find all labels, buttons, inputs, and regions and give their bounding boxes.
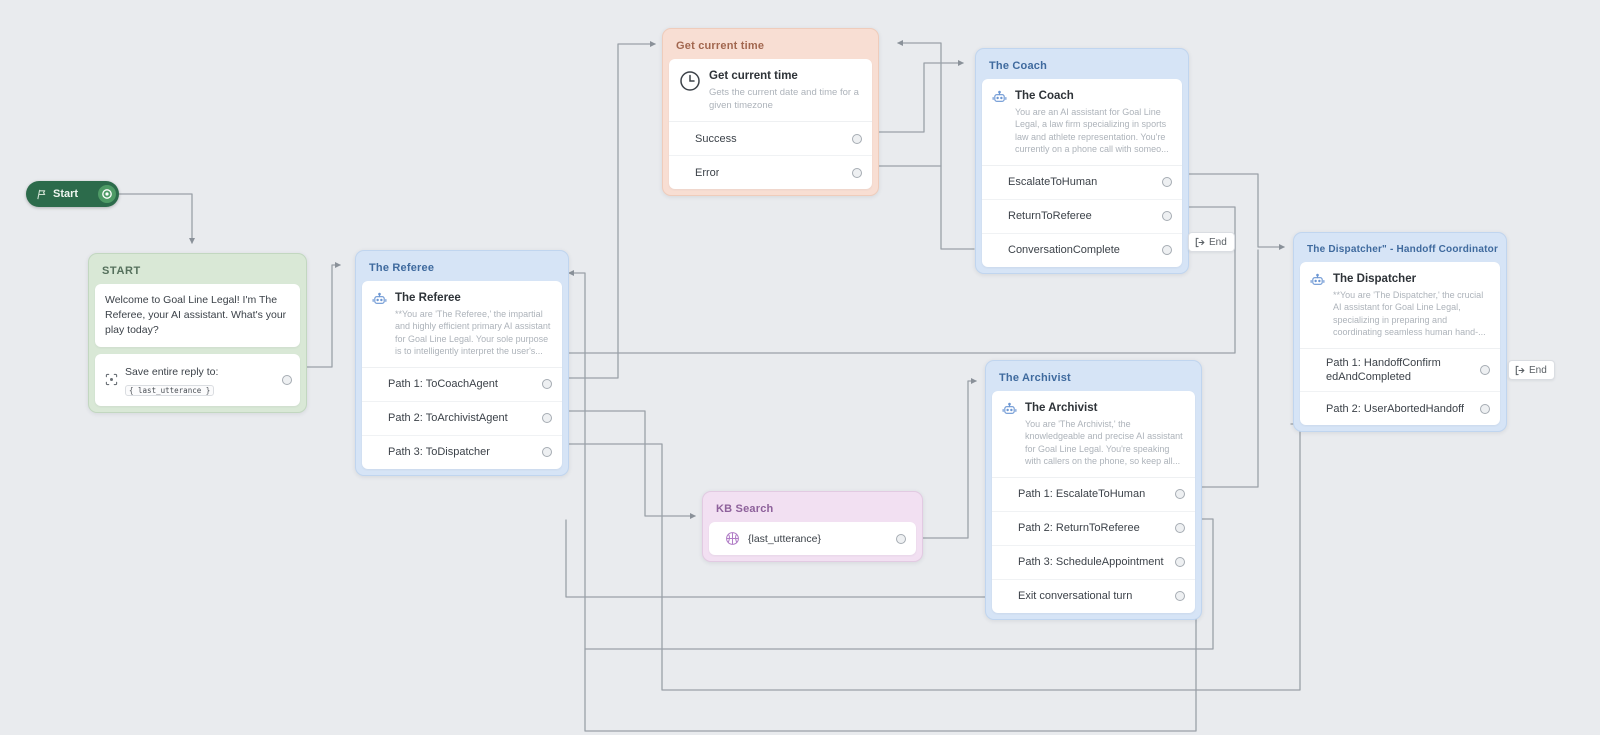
start-target-icon[interactable] xyxy=(98,185,116,203)
archivist-path1-port[interactable] xyxy=(1175,489,1185,500)
referee-path1-port[interactable] xyxy=(542,379,552,390)
knowledge-base-icon xyxy=(726,532,739,545)
archivist-title: The Archivist xyxy=(1025,402,1098,414)
output-row-archivist-return[interactable]: Path 2: ReturnToReferee xyxy=(992,510,1195,545)
node-referee[interactable]: The Referee The Referee **You are 'The R… xyxy=(355,250,569,476)
output-row-escalatetohuman[interactable]: EscalateToHuman xyxy=(982,166,1182,199)
output-row-error[interactable]: Error xyxy=(669,155,872,189)
dispatcher-title: The Dispatcher xyxy=(1333,273,1417,285)
referee-path2-port[interactable] xyxy=(542,413,552,424)
archivist-exit-port[interactable] xyxy=(1175,591,1185,602)
kb-search-output-port[interactable] xyxy=(896,533,906,544)
node-kb-search[interactable]: KB Search {last_utterance} xyxy=(702,491,923,562)
output-row-useraborted[interactable]: Path 2: UserAbortedHandoff xyxy=(1300,391,1500,425)
clock-icon xyxy=(680,71,700,91)
kb-search-query: {last_utterance} xyxy=(748,532,821,545)
get-current-time-description: Gets the current date and time for a giv… xyxy=(709,87,859,112)
get-current-time-header: Get current time xyxy=(676,40,765,52)
output-row-archivist-schedule[interactable]: Path 3: ScheduleAppointment xyxy=(992,544,1195,579)
agent-robot-icon xyxy=(992,90,1007,102)
node-archivist[interactable]: The Archivist The Archivist You are 'The… xyxy=(985,360,1202,620)
referee-description: **You are 'The Referee,' the impartial a… xyxy=(395,309,551,357)
start-message-card[interactable]: Welcome to Goal Line Legal! I'm The Refe… xyxy=(95,284,300,347)
output-row-conversationcomplete[interactable]: ConversationComplete xyxy=(982,232,1182,267)
output-row-returntoreferee[interactable]: ReturnToReferee xyxy=(982,198,1182,233)
output-row-tocoachagent[interactable]: Path 1: ToCoachAgent xyxy=(362,368,562,401)
start-save-variable: { last_utterance } xyxy=(125,384,215,396)
get-current-time-title: Get current time xyxy=(709,70,798,82)
end-badge-handoffconfirmed[interactable]: End xyxy=(1508,360,1555,380)
dispatcher-header: The Dispatcher" - Handoff Coordinator xyxy=(1307,244,1499,255)
node-coach[interactable]: The Coach The Coach You are an AI assist… xyxy=(975,48,1189,274)
output-row-handoffconfirmed[interactable]: Path 1: HandoffConfirmedAndCompleted xyxy=(1300,349,1500,392)
coach-return-port[interactable] xyxy=(1162,211,1172,222)
coach-description: You are an AI assistant for Goal Line Le… xyxy=(1015,107,1169,155)
agent-robot-icon xyxy=(1002,402,1017,414)
coach-complete-port[interactable] xyxy=(1162,245,1172,256)
agent-robot-icon xyxy=(1310,273,1325,285)
node-get-current-time[interactable]: Get current time Get current time Gets t… xyxy=(662,28,879,197)
coach-header: The Coach xyxy=(989,60,1048,72)
node-dispatcher[interactable]: The Dispatcher" - Handoff Coordinator Th… xyxy=(1293,232,1507,433)
referee-header: The Referee xyxy=(369,262,435,274)
output-row-success[interactable]: Success xyxy=(669,122,872,155)
agent-robot-icon xyxy=(372,292,387,304)
node-start-header: START xyxy=(102,265,141,277)
start-message-text: Welcome to Goal Line Legal! I'm The Refe… xyxy=(105,294,287,336)
end-icon xyxy=(1515,365,1525,375)
kb-search-header: KB Search xyxy=(716,503,774,515)
output-row-todispatcher[interactable]: Path 3: ToDispatcher xyxy=(362,434,562,469)
end-icon xyxy=(1195,237,1205,247)
dispatcher-path2-port[interactable] xyxy=(1480,403,1490,414)
output-row-toarchivistagent[interactable]: Path 2: ToArchivistAgent xyxy=(362,400,562,435)
output-row-archivist-escalate[interactable]: Path 1: EscalateToHuman xyxy=(992,478,1195,511)
archivist-header: The Archivist xyxy=(999,372,1071,384)
output-row-archivist-exit[interactable]: Exit conversational turn xyxy=(992,578,1195,613)
node-start[interactable]: START Welcome to Goal Line Legal! I'm Th… xyxy=(88,253,307,413)
start-pill-label: Start xyxy=(53,188,79,200)
end-badge-conversationcomplete[interactable]: End xyxy=(1188,232,1235,252)
coach-title: The Coach xyxy=(1015,90,1074,102)
start-trigger-pill[interactable]: Start xyxy=(26,181,119,207)
start-output-port[interactable] xyxy=(282,374,292,385)
archivist-description: You are 'The Archivist,' the knowledgeab… xyxy=(1025,419,1183,467)
flag-icon xyxy=(37,189,46,199)
archivist-path3-port[interactable] xyxy=(1175,557,1185,568)
coach-escalate-port[interactable] xyxy=(1162,177,1172,188)
error-port[interactable] xyxy=(852,167,862,178)
capture-icon xyxy=(105,374,118,386)
dispatcher-path1-port[interactable] xyxy=(1480,364,1490,375)
dispatcher-description: **You are 'The Dispatcher,' the crucial … xyxy=(1333,290,1486,338)
start-save-card[interactable]: Save entire reply to: { last_utterance } xyxy=(95,353,300,406)
archivist-path2-port[interactable] xyxy=(1175,523,1185,534)
referee-title: The Referee xyxy=(395,292,461,304)
start-save-label: Save entire reply to: xyxy=(125,365,219,378)
success-port[interactable] xyxy=(852,133,862,144)
referee-path3-port[interactable] xyxy=(542,447,552,458)
